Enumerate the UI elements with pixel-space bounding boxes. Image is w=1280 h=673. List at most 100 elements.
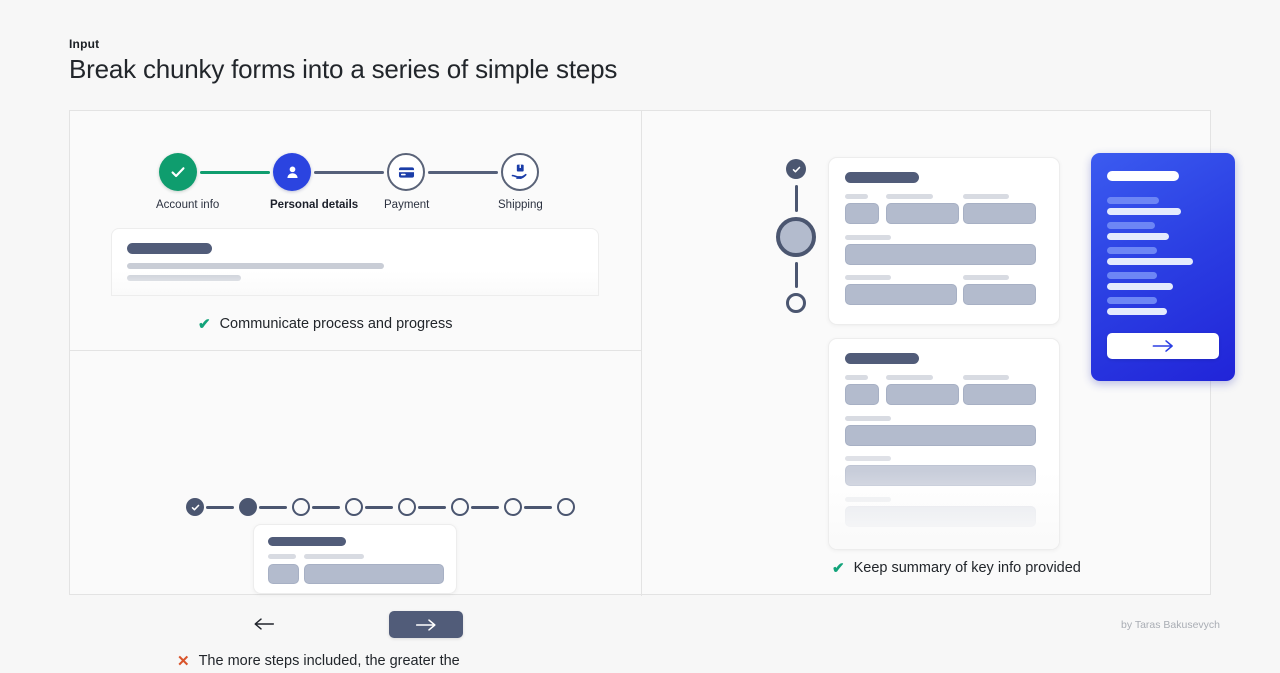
blue-summary-card	[1091, 153, 1235, 381]
arrow-right-icon	[1152, 340, 1173, 352]
panel-too-many-steps: ✕ The more steps included, the greater t…	[70, 351, 641, 669]
skeleton-heading	[127, 243, 212, 254]
step-circle-idle	[501, 153, 539, 191]
long-stepper-dot[interactable]	[504, 498, 522, 516]
blue-card-label	[1107, 297, 1157, 304]
skeleton-input[interactable]	[963, 384, 1036, 405]
check-icon	[792, 166, 800, 172]
credit-card-icon	[398, 166, 414, 178]
eyebrow-label: Input	[69, 37, 100, 51]
stepper-connector-3	[428, 171, 498, 174]
stepper-label: Account info	[156, 199, 220, 211]
long-stepper-connector	[418, 506, 446, 509]
blue-card-value	[1107, 233, 1169, 240]
long-stepper-dot[interactable]	[451, 498, 469, 516]
caption-text: Keep summary of key info provided	[853, 560, 1081, 576]
vertical-stepper	[775, 159, 816, 369]
check-icon: ✔	[832, 559, 845, 577]
skeleton-line	[127, 275, 241, 281]
caption-text: The more steps included, the greater the	[198, 653, 460, 669]
content-frame: Account info Personal details	[69, 110, 1235, 669]
vertical-step-upcoming[interactable]	[786, 293, 806, 313]
blue-card-label	[1107, 197, 1159, 204]
person-icon	[286, 165, 298, 178]
arrow-right-icon	[415, 618, 436, 631]
panel-communicate-progress: Account info Personal details	[70, 111, 641, 350]
skeleton-input-small[interactable]	[268, 564, 299, 584]
skeleton-field-label	[963, 375, 1009, 380]
blue-card-label	[1107, 247, 1157, 254]
form-preview-card	[111, 228, 599, 296]
stepper-label: Personal details	[270, 199, 359, 211]
long-stepper-dot[interactable]	[345, 498, 363, 516]
skeleton-field-label	[845, 275, 891, 280]
long-stepper-connector	[471, 506, 499, 509]
skeleton-input-full[interactable]	[845, 425, 1036, 446]
stepper-step-shipping[interactable]: Shipping	[498, 153, 543, 211]
skeleton-field-label	[845, 416, 891, 421]
step-form-card	[253, 524, 457, 594]
stepper-step-account-info[interactable]: Account info	[156, 153, 220, 211]
blue-card-value	[1107, 283, 1173, 290]
page-title: Break chunky forms into a series of simp…	[69, 54, 618, 84]
skeleton-input-full[interactable]	[845, 244, 1036, 265]
long-stepper-dot[interactable]	[398, 498, 416, 516]
long-stepper-dot[interactable]	[292, 498, 310, 516]
arrow-left-icon	[254, 618, 275, 630]
attribution-credit: by Taras Bakusevych	[1121, 619, 1221, 631]
skeleton-field-label	[845, 375, 868, 380]
blue-card-value	[1107, 208, 1181, 215]
vertical-step-current[interactable]	[776, 217, 816, 257]
skeleton-input-wide[interactable]	[304, 564, 444, 584]
step-circle-done	[159, 153, 197, 191]
back-button[interactable]	[251, 612, 277, 636]
skeleton-field-label	[268, 554, 296, 559]
skeleton-input[interactable]	[886, 384, 959, 405]
summary-card-2	[828, 338, 1060, 550]
skeleton-heading	[845, 172, 919, 183]
stepper-step-personal-details[interactable]: Personal details	[270, 153, 359, 211]
blue-card-label	[1107, 272, 1157, 279]
skeleton-field-label	[845, 497, 891, 502]
cross-icon: ✕	[177, 652, 190, 670]
stepper-connector-2	[314, 171, 384, 174]
vertical-connector	[795, 185, 798, 212]
vertical-divider	[641, 111, 642, 596]
caption-abandonment-line1: ✕ The more steps included, the greater t…	[177, 653, 460, 669]
stepper-step-payment[interactable]: Payment	[384, 153, 430, 211]
step-circle-active	[273, 153, 311, 191]
skeleton-input[interactable]	[963, 284, 1036, 305]
next-button[interactable]	[389, 611, 463, 638]
long-stepper-connector	[312, 506, 340, 509]
long-stepper-dot-done[interactable]	[186, 498, 204, 516]
skeleton-input[interactable]	[845, 284, 957, 305]
skeleton-input[interactable]	[963, 203, 1036, 224]
long-stepper-dot-current[interactable]	[239, 498, 257, 516]
stepper-label: Payment	[384, 199, 430, 211]
caption-text: Communicate process and progress	[219, 316, 453, 332]
vertical-step-done[interactable]	[786, 159, 806, 179]
skeleton-heading	[845, 353, 919, 364]
long-stepper-connector	[365, 506, 393, 509]
long-stepper-dot[interactable]	[557, 498, 575, 516]
skeleton-heading	[268, 537, 346, 546]
blue-card-label	[1107, 222, 1155, 229]
horizontal-divider	[70, 350, 641, 351]
summary-card-1	[828, 157, 1060, 325]
skeleton-field-label	[963, 275, 1009, 280]
skeleton-input-full[interactable]	[845, 465, 1036, 486]
skeleton-input[interactable]	[845, 203, 879, 224]
skeleton-input[interactable]	[886, 203, 959, 224]
package-hand-icon	[511, 164, 527, 179]
blue-card-value	[1107, 308, 1167, 315]
check-icon	[171, 167, 185, 178]
blue-card-title-bar	[1107, 171, 1179, 181]
long-stepper-connector	[206, 506, 234, 509]
skeleton-field-label	[963, 194, 1009, 199]
skeleton-input-full[interactable]	[845, 506, 1036, 527]
blue-card-submit-button[interactable]	[1107, 333, 1219, 359]
skeleton-input[interactable]	[845, 384, 879, 405]
panel-keep-summary: ✔ Keep summary of key info provided	[642, 111, 1235, 596]
blue-card-value	[1107, 258, 1193, 265]
long-stepper-connector	[259, 506, 287, 509]
